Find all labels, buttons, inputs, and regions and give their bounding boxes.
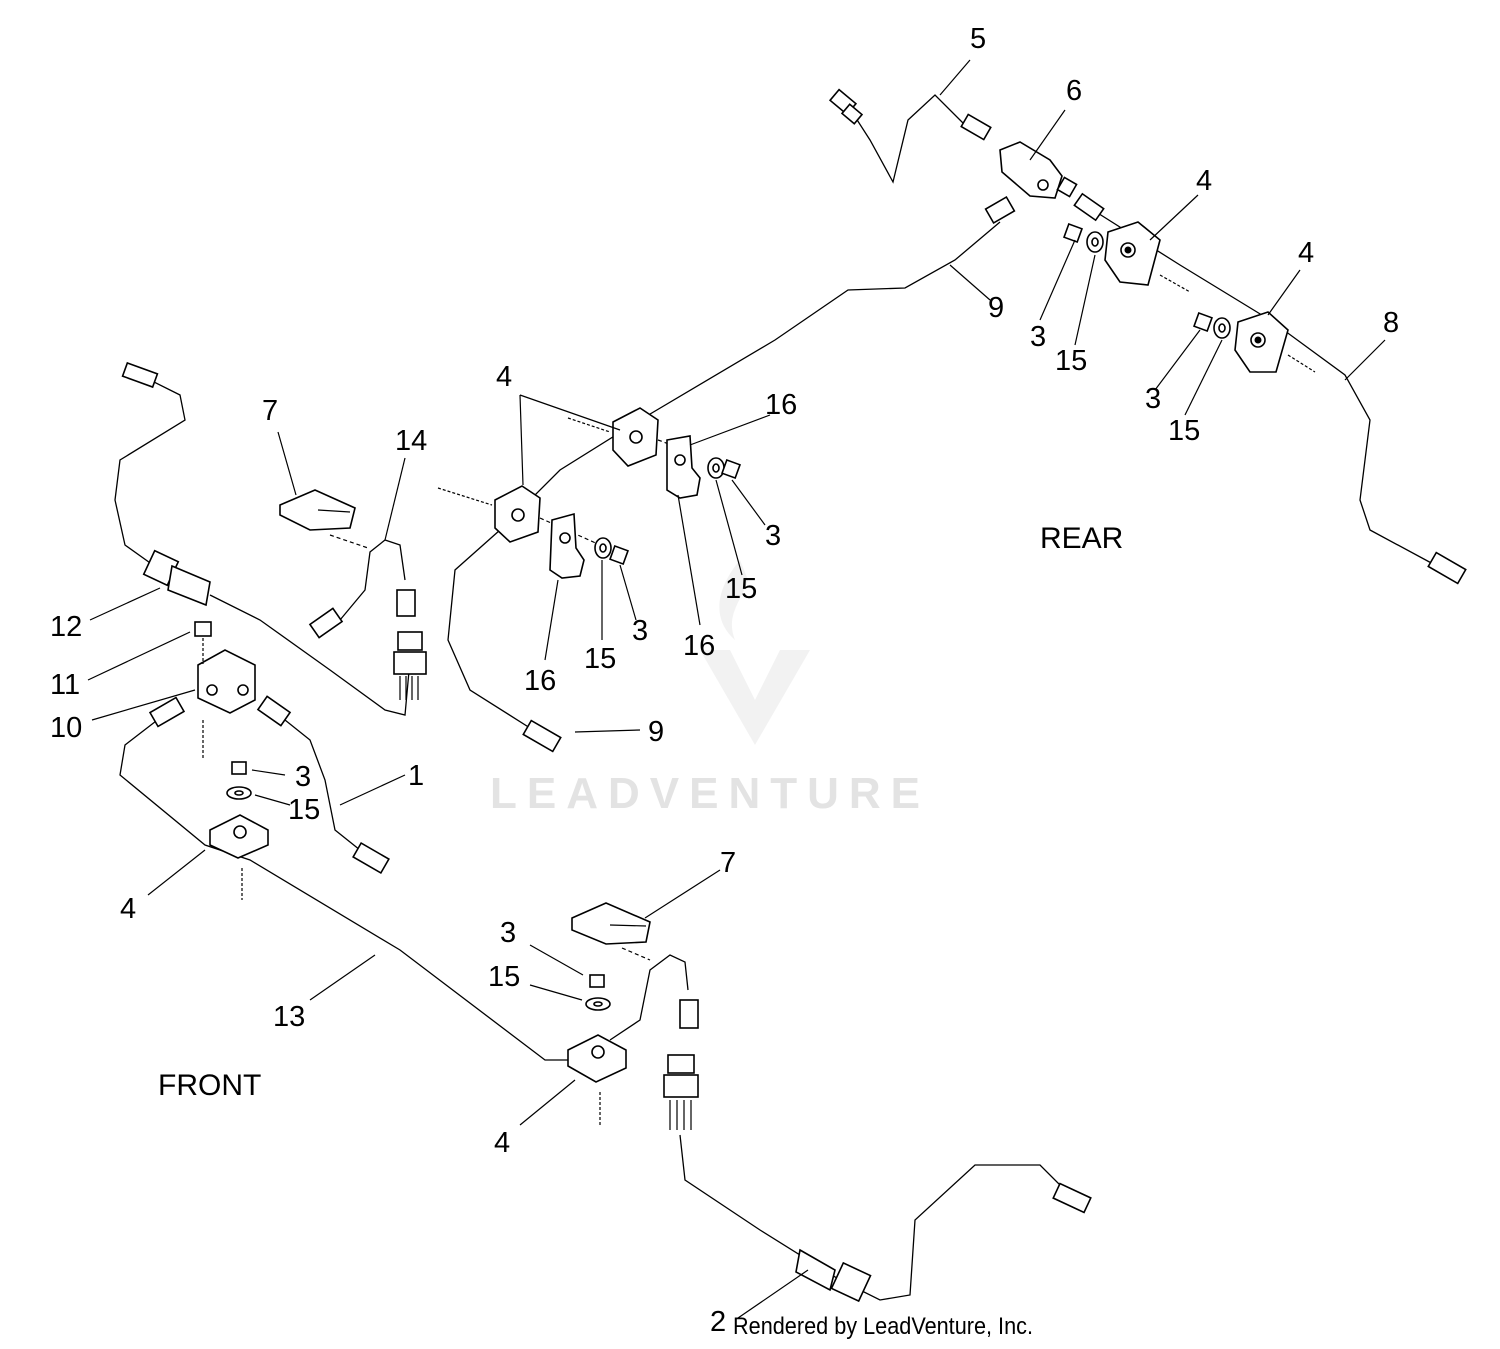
bracket-16 bbox=[666, 435, 701, 499]
callout-15: 15 bbox=[1168, 415, 1200, 447]
line-fitting bbox=[984, 195, 1016, 225]
render-credit: Rendered by LeadVenture, Inc. bbox=[733, 1313, 1033, 1340]
nut-3 bbox=[609, 545, 629, 565]
washer-15 bbox=[594, 537, 612, 559]
callout-6: 6 bbox=[1066, 75, 1082, 107]
nut-3 bbox=[1193, 312, 1213, 332]
middle-assembly bbox=[437, 407, 741, 753]
washer-15 bbox=[707, 457, 725, 479]
line-fitting bbox=[1073, 192, 1105, 222]
callout-13: 13 bbox=[273, 1001, 305, 1033]
callout-15: 15 bbox=[488, 961, 520, 993]
callout-4: 4 bbox=[1298, 237, 1314, 269]
callout-4: 4 bbox=[120, 893, 136, 925]
line-clip-4 bbox=[437, 485, 601, 546]
leader-lines bbox=[87, 59, 1386, 1319]
callout-3: 3 bbox=[500, 917, 516, 949]
washer-15 bbox=[1213, 317, 1231, 339]
callout-3: 3 bbox=[765, 520, 781, 552]
callout-16: 16 bbox=[765, 389, 797, 421]
brake-hose bbox=[209, 594, 411, 716]
callout-4: 4 bbox=[494, 1127, 510, 1159]
callout-16: 16 bbox=[683, 630, 715, 662]
line-fitting bbox=[121, 361, 159, 389]
callout-15: 15 bbox=[1055, 345, 1087, 377]
rear-label: REAR bbox=[1040, 522, 1123, 555]
hose-fitting-2 bbox=[795, 1248, 872, 1303]
line-fitting bbox=[679, 999, 699, 1029]
brake-line-9 bbox=[447, 221, 1001, 729]
rear-assembly bbox=[447, 88, 1467, 729]
brake-hose-2 bbox=[679, 1134, 1076, 1301]
callout-15: 15 bbox=[725, 573, 757, 605]
nut-3 bbox=[589, 974, 605, 988]
hose-fitting-12 bbox=[142, 549, 211, 607]
callout-9: 9 bbox=[648, 716, 664, 748]
washer-15 bbox=[1086, 231, 1104, 253]
callout-3: 3 bbox=[1030, 321, 1046, 353]
hose-connector bbox=[663, 1054, 699, 1130]
line-fitting bbox=[1427, 551, 1467, 585]
nut-3 bbox=[721, 459, 741, 479]
tee-fitting-6 bbox=[999, 141, 1078, 199]
brake-line-5 bbox=[851, 94, 966, 184]
line-clip-4 bbox=[1234, 311, 1316, 373]
line-fitting bbox=[352, 841, 390, 875]
callout-10: 10 bbox=[50, 712, 82, 744]
line-fitting bbox=[148, 696, 186, 728]
line-fitting bbox=[828, 88, 864, 125]
callout-9: 9 bbox=[988, 292, 1004, 324]
line-fitting bbox=[256, 695, 292, 727]
brake-line-14 bbox=[339, 539, 406, 621]
front-label: FRONT bbox=[158, 1069, 261, 1102]
callout-1: 1 bbox=[408, 760, 424, 792]
brake-line bbox=[609, 954, 689, 1041]
callout-2: 2 bbox=[710, 1306, 726, 1338]
brake-line-1 bbox=[274, 711, 361, 851]
washer-15 bbox=[226, 786, 252, 800]
callout-labels: 5 6 4 4 8 9 3 15 3 15 4 16 3 15 16 3 15 … bbox=[50, 23, 1399, 1159]
brake-line-8 bbox=[1084, 204, 1436, 566]
callout-7: 7 bbox=[262, 395, 278, 427]
callout-15: 15 bbox=[288, 794, 320, 826]
callout-8: 8 bbox=[1383, 307, 1399, 339]
callout-3: 3 bbox=[632, 615, 648, 647]
bracket-16 bbox=[549, 512, 585, 579]
front-assembly bbox=[114, 361, 1092, 1303]
hose-connector bbox=[393, 631, 427, 700]
watermark-logo bbox=[700, 560, 810, 745]
brake-line-12 bbox=[114, 379, 186, 571]
callout-16: 16 bbox=[524, 665, 556, 697]
callout-7: 7 bbox=[720, 847, 736, 879]
callout-4: 4 bbox=[496, 361, 512, 393]
line-clip-4 bbox=[567, 1034, 627, 1125]
line-fitting bbox=[960, 113, 992, 141]
callout-3: 3 bbox=[295, 761, 311, 793]
line-fitting bbox=[396, 589, 416, 617]
nut-3 bbox=[1063, 223, 1083, 243]
watermark-text: LEADVENTURE bbox=[490, 769, 930, 818]
callout-14: 14 bbox=[395, 425, 427, 457]
callout-11: 11 bbox=[50, 669, 80, 701]
line-fitting bbox=[522, 719, 562, 753]
callout-12: 12 bbox=[50, 611, 82, 643]
line-fitting bbox=[1052, 1182, 1092, 1214]
line-clip-4 bbox=[209, 814, 269, 900]
callout-4: 4 bbox=[1196, 165, 1212, 197]
line-clip-4 bbox=[1104, 221, 1191, 293]
bracket-7 bbox=[571, 902, 651, 961]
bracket-7 bbox=[279, 489, 369, 549]
nut-3 bbox=[231, 761, 247, 775]
callout-3: 3 bbox=[1145, 383, 1161, 415]
callout-5: 5 bbox=[970, 23, 986, 55]
callout-15: 15 bbox=[584, 643, 616, 675]
junction-block-10 bbox=[194, 621, 256, 760]
line-clip-4 bbox=[567, 407, 681, 467]
line-fitting bbox=[308, 607, 344, 639]
washer-15 bbox=[585, 997, 611, 1011]
